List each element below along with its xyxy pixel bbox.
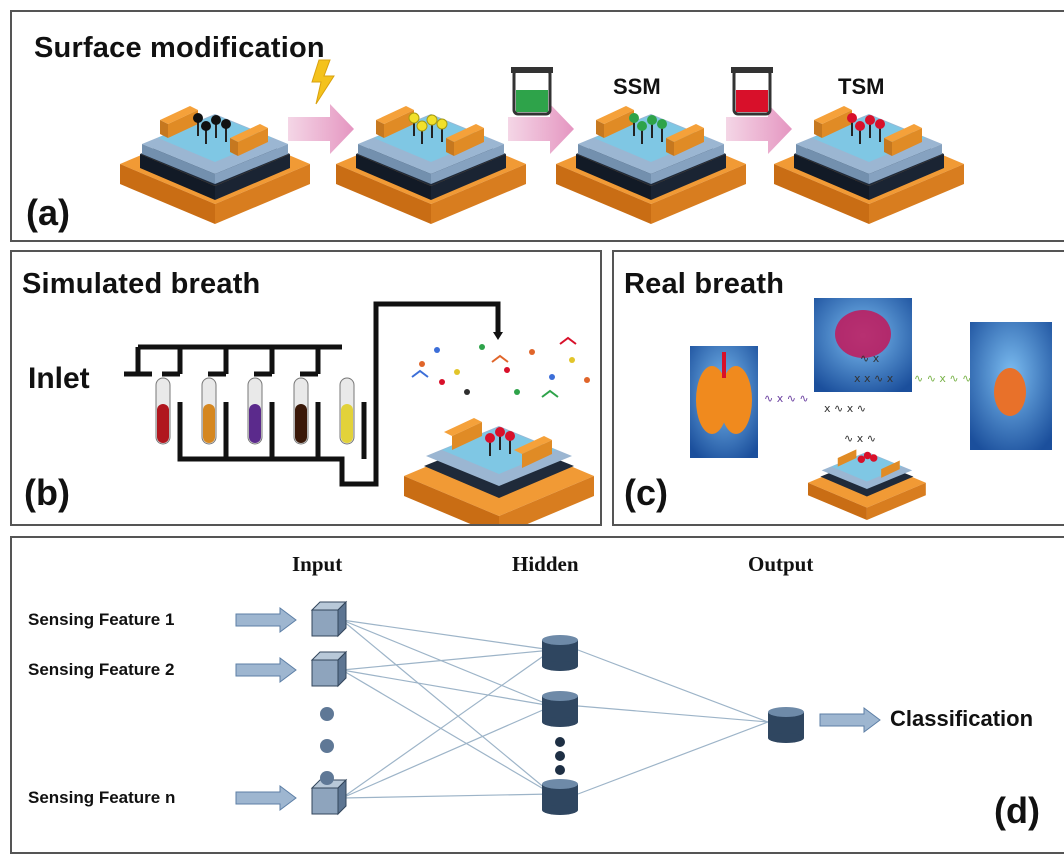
hidden-ellipsis	[555, 737, 565, 775]
hidden-node-1	[542, 635, 578, 671]
panel-d-label: (d)	[994, 790, 1040, 831]
beaker-red-icon	[731, 67, 773, 116]
panel-b-title: Simulated breath	[22, 268, 261, 300]
vial-4	[293, 377, 309, 445]
chip-simulated	[404, 418, 594, 524]
svg-text:∿ ∿ x ∿ ∿: ∿ ∿ x ∿ ∿	[914, 372, 971, 385]
chip-stage-4	[774, 106, 964, 224]
stomach-illustration	[970, 322, 1052, 450]
chest-illustration	[814, 298, 912, 392]
svg-text:∿ x: ∿ x	[860, 352, 880, 365]
vial-2	[201, 377, 217, 445]
feature-n-label: Sensing Feature n	[28, 788, 176, 807]
output-node	[768, 707, 804, 743]
feature-2-label: Sensing Feature 2	[28, 660, 175, 679]
input-layer-heading: Input	[292, 552, 343, 576]
panel-a-label: (a)	[26, 192, 70, 233]
panel-b-label: (b)	[24, 472, 70, 513]
panel-a-title: Surface modification	[34, 32, 325, 64]
inlet-label: Inlet	[28, 362, 90, 395]
input-node-2	[310, 650, 348, 688]
molecule-cloud	[411, 336, 590, 398]
lungs-illustration	[690, 346, 758, 458]
panel-c-graphics: ∿ x ∿ ∿ x ∿ x ∿ ∿ x ∿ ∿ ∿ x ∿ ∿ x x ∿ x …	[690, 298, 1052, 520]
vial-3	[247, 377, 263, 445]
hidden-layer-heading: Hidden	[512, 552, 579, 576]
vial-5	[339, 377, 355, 445]
svg-text:x x ∿ x: x x ∿ x	[854, 372, 894, 385]
panel-a-surface-modification: Surface modification (a) SSM TSM	[10, 10, 1064, 242]
process-arrow-1	[288, 104, 354, 154]
beaker-green-icon	[511, 67, 553, 116]
feature-1-label: Sensing Feature 1	[28, 610, 175, 629]
chip-stage-3	[556, 106, 746, 224]
process-arrow-2	[508, 104, 574, 154]
input-node-1	[310, 600, 348, 638]
panel-c-title: Real breath	[624, 268, 785, 300]
tsm-label: TSM	[838, 74, 885, 99]
input-arrow-1	[235, 607, 297, 633]
output-layer-heading: Output	[748, 552, 814, 576]
chip-stage-1	[120, 106, 310, 224]
chip-stage-2	[336, 106, 526, 224]
svg-text:∿ x ∿: ∿ x ∿	[844, 432, 876, 445]
input-arrow-2	[235, 657, 297, 683]
chip-real	[808, 449, 926, 520]
ssm-label: SSM	[613, 74, 661, 99]
input-arrow-n	[235, 785, 297, 811]
hidden-node-n	[542, 779, 578, 815]
panel-d-neural-network: Input Hidden Output Sensing Feature 1 Se…	[10, 536, 1064, 854]
panel-c-label: (c)	[624, 472, 668, 513]
panel-a-graphics	[120, 59, 964, 224]
panel-b-graphics	[124, 301, 594, 524]
svg-text:x ∿ x ∿: x ∿ x ∿	[824, 402, 866, 415]
input-node-n	[310, 778, 348, 816]
panel-d-graphics	[235, 600, 881, 816]
vial-1	[155, 377, 171, 445]
breath-molecules: ∿ x ∿ ∿ x ∿ x ∿ ∿ x ∿ ∿ ∿ x ∿ ∿ x x ∿ x …	[764, 352, 971, 445]
connections	[341, 619, 769, 799]
process-arrow-3	[726, 104, 792, 154]
input-ellipsis	[320, 707, 334, 785]
panel-c-real-breath: Real breath (c) ∿ x ∿ ∿ x ∿ x ∿ ∿ x ∿ ∿ …	[612, 250, 1064, 526]
panel-b-simulated-breath: Simulated breath (b) Inlet	[10, 250, 602, 526]
svg-text:∿ x ∿ ∿: ∿ x ∿ ∿	[764, 392, 809, 405]
output-arrow	[819, 707, 881, 733]
lightning-icon	[311, 59, 335, 105]
hidden-node-2	[542, 691, 578, 727]
classification-label: Classification	[890, 706, 1034, 731]
gas-line-network	[124, 301, 501, 487]
